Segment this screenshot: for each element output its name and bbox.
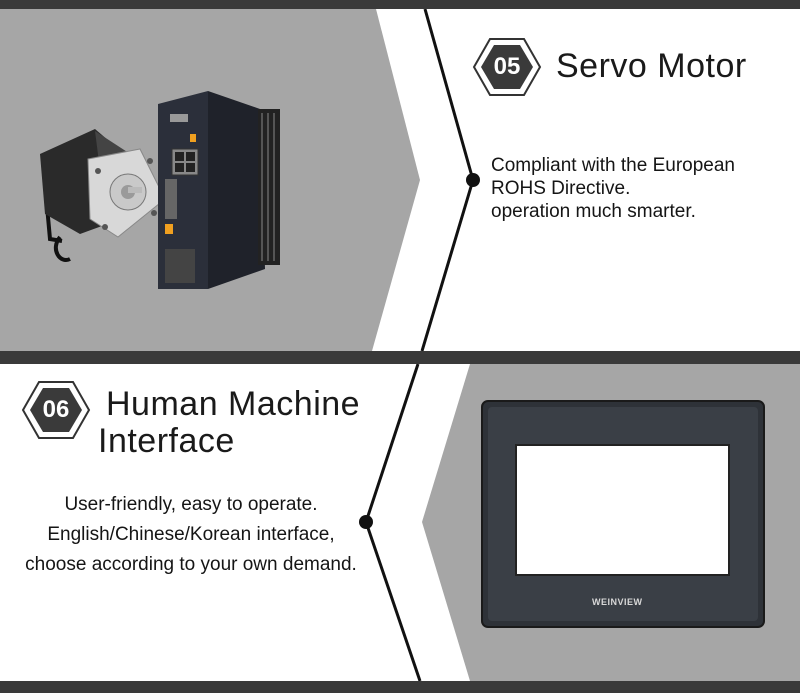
bottom-divider-bar <box>0 681 800 693</box>
section-06-description: User-friendly, easy to operate. English/… <box>10 490 372 580</box>
description-line: operation much smarter. <box>491 201 696 222</box>
top-divider-bar <box>0 0 800 9</box>
description-line: English/Chinese/Korean interface, <box>47 524 335 545</box>
timeline-dot <box>466 173 480 187</box>
section-05-description: Compliant with the European ROHS Directi… <box>491 154 735 223</box>
section-06-title-line1: Human Machine <box>106 385 361 423</box>
section-06-badge-icon <box>21 381 91 439</box>
section-06-title-line2: Interface <box>98 422 235 460</box>
servo-drive-image <box>158 91 280 289</box>
description-line: Compliant with the European <box>491 155 735 176</box>
section-05-title: Servo Motor <box>556 47 747 85</box>
timeline-dot <box>359 515 373 529</box>
hmi-section: WEINVIEW 06 Human Machine Interface User… <box>0 364 800 681</box>
hmi-panel-image <box>481 400 765 628</box>
description-line: User-friendly, easy to operate. <box>64 494 318 515</box>
servo-section-background <box>0 9 480 351</box>
middle-divider-bar <box>0 351 800 364</box>
section-06-number: 06 <box>42 396 70 423</box>
description-line: ROHS Directive. <box>491 178 631 199</box>
servo-motor-section: 05 Servo Motor Compliant with the Europe… <box>0 9 800 351</box>
section-05-number: 05 <box>493 53 521 80</box>
hmi-section-background <box>359 364 800 681</box>
description-line: choose according to your own demand. <box>25 554 357 575</box>
section-05-badge-icon <box>472 38 542 96</box>
hmi-brand-logo: WEINVIEW <box>592 597 643 607</box>
servo-motor-image <box>40 129 166 262</box>
